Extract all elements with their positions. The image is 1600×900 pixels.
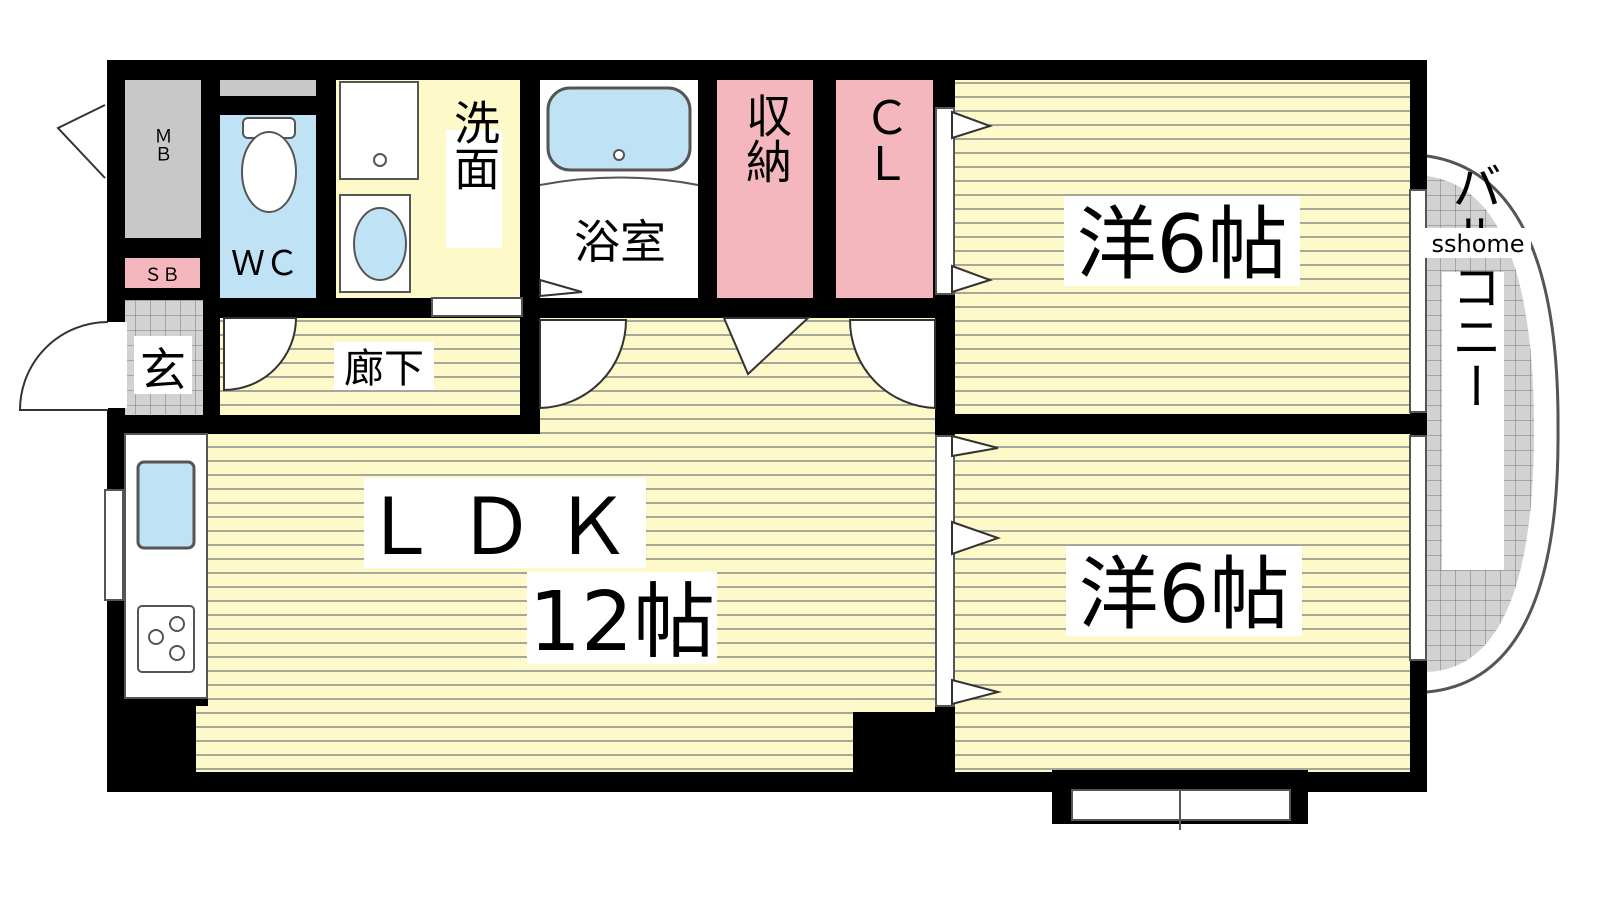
hallway-door-swing [539,319,628,410]
burner-icon [148,629,164,645]
meter-box-door-swing [56,104,106,179]
entrance-door-opening [105,322,127,408]
partition-door-mark [951,434,999,458]
toilet-top-strip [220,80,316,96]
burner-icon [169,616,185,632]
label-balcony: バルコニー [1444,161,1502,411]
balcony-window-2 [1409,435,1427,661]
bathroom-door-swing [539,278,583,298]
label-meter-box: ＭＢ [152,127,173,163]
label-ldk-size: 12帖 [529,575,715,670]
wash-basin-icon [353,207,407,281]
label-storage: 収納 [739,92,793,184]
partition-door-mark [951,520,1002,556]
label-wash-room: 洗面 [447,99,501,191]
label-bathroom: 浴室 [574,215,666,269]
balcony-window-1 [1409,189,1427,413]
drain-icon [373,153,387,167]
label-western-room-1: 洋6帖 [1077,198,1288,291]
stove-icon [137,605,195,673]
closet-sliding-door [935,107,955,295]
bathtub-drain-icon [613,149,625,161]
label-hallway: 廊下 [344,346,424,392]
watermark-text: sshome [1431,230,1524,258]
toilet-door-swing [223,317,298,392]
western-room-1-door-swing [848,319,936,410]
kitchen-sink-icon [136,460,196,550]
ldk-partition-door [935,435,955,707]
kitchen-window-opening [104,489,124,601]
closet-door-mark [951,264,994,294]
storage-door-swing [722,317,811,376]
label-toilet: ＷＣ [231,244,299,284]
bathtub-icon [546,86,692,172]
floor-closet [836,80,933,298]
meter-box [125,80,201,238]
burner-icon [169,645,185,661]
closet-door-mark [951,110,994,140]
label-entrance: 玄 [140,343,186,397]
wash-room-door-opening [431,297,523,317]
floor-storage [717,80,813,298]
label-western-room-2: 洋6帖 [1079,548,1290,641]
label-closet: ＣＬ [857,94,911,186]
partition-door-mark [951,678,1002,706]
entrance-door-swing [18,321,109,411]
label-ldk: ＬＤＫ [361,483,649,573]
bathroom-step-line [539,176,699,186]
shoe-box [125,258,200,288]
toilet-bowl-icon [241,131,297,213]
label-shoe-box: ＳＢ [144,265,180,286]
